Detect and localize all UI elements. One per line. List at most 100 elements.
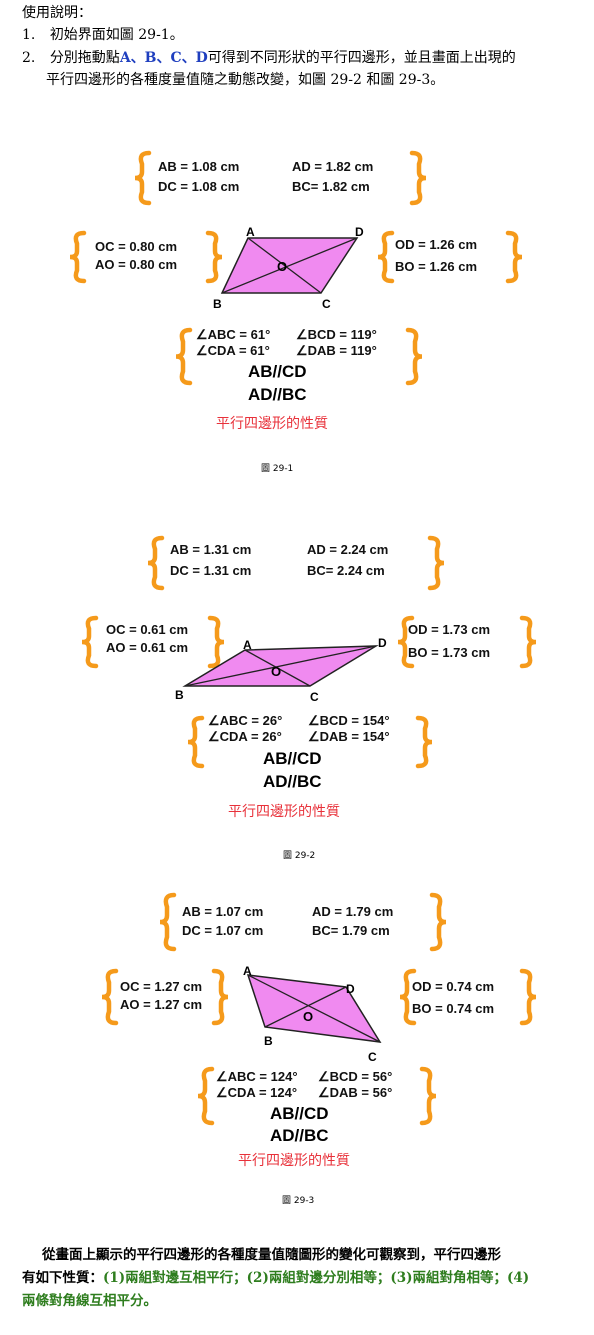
center-o-label: O [277,259,288,274]
center-o-label: O [303,1009,314,1024]
property-4-text: 兩條對角線互相平分。 [22,1293,157,1309]
center-o-label: O [271,664,282,679]
item-2-text-post: 可得到不同形狀的平行四邊形，並且畫面上出現的 [207,50,516,66]
instructions-heading: 使用說明： [22,5,92,21]
measure-ab: AB = 1.08 cm [158,159,240,174]
brace-right-icon [207,615,225,669]
angle-cda: ∠CDA = 61° [196,343,270,358]
measure-dc: DC = 1.07 cm [182,923,264,938]
figure-caption: 圖 29-3 [282,1196,315,1206]
brace-left-icon [101,968,119,1026]
measure-od: OD = 0.74 cm [412,979,495,994]
diagonal-bd [221,237,358,294]
instruction-item-1: 1. 初始界面如圖 29-1。 [22,24,184,46]
property-title: 平行四邊形的性質 [238,1153,350,1169]
vertex-b-handle[interactable]: B [264,1034,273,1048]
angle-cda: ∠CDA = 26° [208,729,282,744]
brace-left-icon [399,968,417,1026]
brace-right-icon [427,535,445,591]
item-1-number: 1. [22,27,36,43]
angle-dab: ∠DAB = 154° [308,729,390,744]
parallel-ab-cd: AB//CD [270,1104,329,1123]
measure-ab: AB = 1.31 cm [170,542,252,557]
brace-right-icon [211,968,229,1026]
vertex-c-handle[interactable]: C [310,690,319,704]
diagonal-ac [247,974,381,1043]
brace-right-icon [419,1066,437,1126]
property-2: (2)兩組對邊分別相等； [246,1270,391,1286]
brace-left-icon [134,150,152,206]
brace-left-icon [69,230,87,284]
vertex-c-handle[interactable]: C [322,297,331,311]
measure-oc: OC = 1.27 cm [120,979,203,994]
measure-bc: BC= 1.82 cm [292,179,370,194]
angle-abc: ∠ABC = 124° [216,1069,298,1084]
measure-ad: AD = 1.82 cm [292,159,374,174]
conclusion: 從畫面上顯示的平行四邊形的各種度量值隨圖形的變化可觀察到，平行四邊形 有如下性質… [22,1244,582,1313]
angle-dab: ∠DAB = 56° [318,1085,393,1100]
measure-bc: BC= 1.79 cm [312,923,390,938]
brace-left-icon [377,230,395,284]
measure-od: OD = 1.73 cm [408,622,491,637]
measure-dc: DC = 1.08 cm [158,179,240,194]
vertex-c-handle[interactable]: C [368,1050,377,1064]
diagonal-bd [184,645,377,687]
item-1-text: 初始界面如圖 29-1。 [49,27,184,43]
brace-left-icon [175,327,193,386]
angle-bcd: ∠BCD = 154° [308,713,390,728]
measure-oc: OC = 0.80 cm [95,239,178,254]
parallel-ad-bc: AD//BC [270,1126,329,1145]
conclusion-prefix: 有如下性質： [22,1270,103,1286]
conclusion-line-2: 有如下性質：(1)兩組對邊互相平行；(2)兩組對邊分別相等；(3)兩組對角相等；… [22,1267,582,1290]
angle-dab: ∠DAB = 119° [296,343,377,358]
measure-dc: DC = 1.31 cm [170,563,252,578]
measure-ao: AO = 1.27 cm [120,997,203,1012]
measure-od: OD = 1.26 cm [395,237,478,252]
diagonal-ac [247,237,322,294]
brace-left-icon [159,892,177,952]
measure-ad: AD = 1.79 cm [312,904,394,919]
vertex-d-handle[interactable]: D [378,636,387,650]
brace-left-icon [147,535,165,591]
brace-right-icon [409,150,427,206]
brace-left-icon [81,615,99,669]
vertex-d-handle[interactable]: D [346,982,355,996]
parallel-ad-bc: AD//BC [248,385,307,404]
item-2-text-pre: 分別拖動點 [49,50,120,66]
brace-left-icon [187,715,205,769]
brace-right-icon [429,892,447,952]
figure-29-3: AB = 1.07 cm DC = 1.07 cm AD = 1.79 cm BC= … [0,887,594,1217]
brace-right-icon [205,230,223,284]
item-2-number: 2. [22,50,36,66]
property-1: (1)兩組對邊互相平行； [103,1270,247,1286]
measure-ab: AB = 1.07 cm [182,904,264,919]
figure-caption: 圖 29-2 [283,851,316,861]
measure-bo: BO = 0.74 cm [412,1001,495,1016]
vertex-a-handle[interactable]: A [243,638,252,652]
brace-right-icon [519,968,537,1026]
vertex-a-handle[interactable]: A [246,225,255,239]
figure-graphics [81,535,537,769]
property-4-index: (4) [507,1270,530,1286]
brace-right-icon [405,327,423,386]
vertex-d-handle[interactable]: D [355,225,364,239]
vertex-b-handle[interactable]: B [175,688,184,702]
vertex-b-handle[interactable]: B [213,297,222,311]
brace-left-icon [197,1066,215,1126]
measure-bo: BO = 1.73 cm [408,645,491,660]
parallel-ab-cd: AB//CD [263,749,322,768]
figure-caption: 圖 29-1 [261,464,294,474]
property-title: 平行四邊形的性質 [216,416,328,432]
instruction-item-2: 2. 分別拖動點A、B、C、D可得到不同形狀的平行四邊形，並且畫面上出現的 [22,47,587,69]
angle-abc: ∠ABC = 26° [208,713,283,728]
property-3: (3)兩組對角相等； [390,1270,508,1286]
angle-bcd: ∠BCD = 56° [318,1069,393,1084]
diagonal-bd [264,986,347,1028]
measure-bo: BO = 1.26 cm [395,259,478,274]
parallel-ad-bc: AD//BC [263,772,322,791]
brace-right-icon [415,715,433,769]
vertex-a-handle[interactable]: A [243,964,252,978]
brace-left-icon [397,615,415,669]
angle-bcd: ∠BCD = 119° [296,327,377,342]
